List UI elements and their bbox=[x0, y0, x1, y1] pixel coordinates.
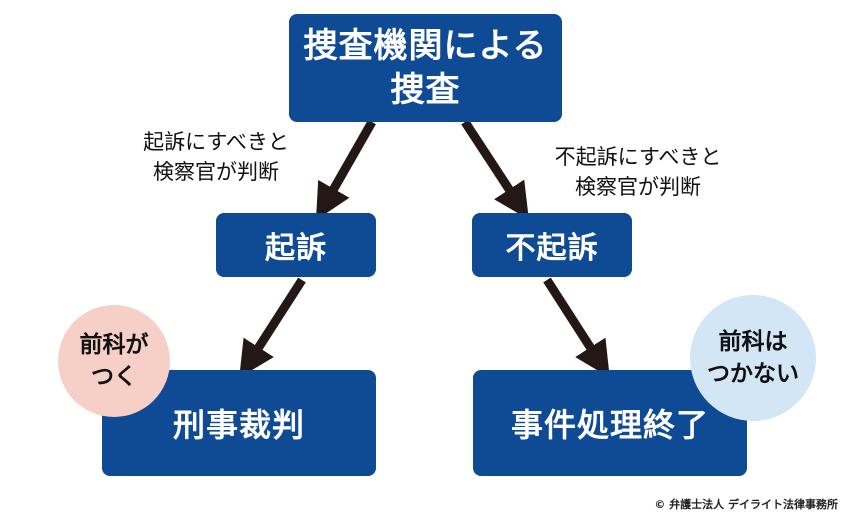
arrow-investigation-to-nonprosecution bbox=[461, 119, 529, 220]
node-prosecution: 起訴 bbox=[216, 213, 376, 277]
badge-no-criminal-record-line1: 前科は bbox=[718, 329, 788, 355]
badge-criminal-record-line1: 前科が bbox=[79, 332, 149, 358]
node-criminal-trial-label: 刑事裁判 bbox=[172, 406, 305, 444]
badge-criminal-record: 前科が つく bbox=[58, 305, 170, 417]
node-non-prosecution: 不起訴 bbox=[472, 213, 632, 277]
node-investigation: 捜査機関による 捜査 bbox=[289, 14, 562, 122]
edge-label-prosecute-line1: 起訴にすべきと bbox=[143, 130, 289, 154]
node-prosecution-label: 起訴 bbox=[265, 231, 327, 266]
node-case-closed-label: 事件処理終了 bbox=[510, 406, 709, 444]
badge-no-criminal-record: 前科は つかない bbox=[690, 295, 816, 421]
edge-label-not-prosecute-line1: 不起訴にすべきと bbox=[554, 145, 722, 169]
edge-label-prosecute-line2: 検察官が判断 bbox=[153, 160, 279, 184]
edge-label-not-prosecute: 不起訴にすべきと 検察官が判断 bbox=[528, 142, 748, 202]
node-investigation-line2: 捜査 bbox=[390, 70, 461, 110]
copyright-notice: © 弁護士法人 デイライト法律事務所 bbox=[654, 498, 838, 511]
badge-no-criminal-record-line2: つかない bbox=[707, 361, 799, 387]
arrow-investigation-to-prosecution bbox=[315, 119, 376, 221]
edge-label-prosecute: 起訴にすべきと 検察官が判断 bbox=[126, 127, 306, 187]
arrow-prosecution-to-trial bbox=[239, 277, 306, 378]
node-investigation-line1: 捜査機関による bbox=[303, 26, 548, 66]
edge-label-not-prosecute-line2: 検察官が判断 bbox=[575, 175, 701, 199]
badge-criminal-record-line2: つく bbox=[91, 364, 137, 390]
arrow-nonprosecution-to-end bbox=[543, 277, 610, 378]
node-non-prosecution-label: 不起訴 bbox=[505, 231, 599, 266]
